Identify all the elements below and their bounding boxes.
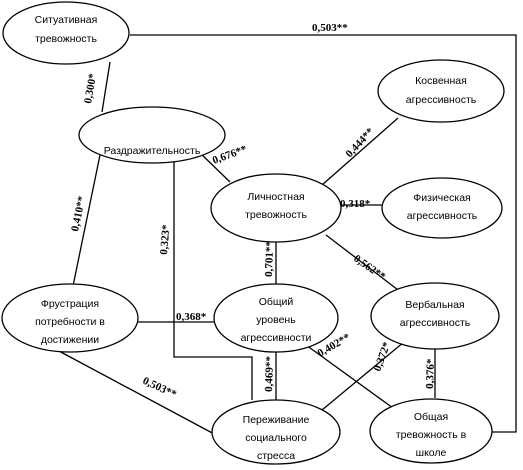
edge-verbal-stress [321, 341, 405, 411]
node-physical-aggression: Физическая агрессивность [381, 177, 503, 239]
node-label-line: агрессивность [400, 317, 471, 329]
node-label-line: достижении [41, 334, 99, 346]
node-school-anxiety: Общая тревожность в школе [369, 398, 493, 464]
edge-situational-irritability [101, 61, 111, 113]
node-indirect-aggression: Косвенная агрессивность [377, 59, 505, 123]
label-verbal-stress: 0,372* [372, 340, 394, 373]
label-frustration-general: 0,368* [176, 311, 207, 323]
node-label-line: Раздражительность [104, 145, 201, 157]
node-label-line: агрессивность [407, 210, 478, 222]
label-irritability-stress: 0,323* [158, 224, 173, 256]
node-social-stress: Переживание социального стресса [211, 399, 341, 465]
label-verbal-school: 0,376* [424, 358, 437, 389]
edge-irritability-frustration [72, 154, 101, 287]
node-label-line: Общий [259, 296, 294, 308]
label-personal-verbal: 0,562** [351, 253, 388, 284]
node-label-line: социального [245, 432, 307, 444]
edge-frustration-stress [56, 349, 217, 436]
node-label-line: агрессивности [241, 332, 312, 344]
label-personal-physical: 0,318* [340, 198, 371, 210]
label-personal-indirect: 0,444** [343, 125, 376, 160]
node-personal-anxiety: Личностная тревожность [210, 173, 342, 243]
node-general-aggression: Общий уровень агрессивности [213, 283, 339, 353]
node-label-line: Личностная [247, 191, 304, 203]
edge-general-school [305, 344, 394, 409]
node-label-line: тревожность [35, 33, 97, 45]
node-label-line: Фрустрация [41, 298, 99, 310]
node-label-line: Ситуативная [35, 14, 98, 26]
node-label-line: стресса [257, 450, 295, 462]
node-label-line: потребности в [35, 316, 105, 328]
label-situational-irritability: 0,300* [82, 72, 99, 104]
node-label-line: Вербальная [405, 299, 464, 311]
node-label-line: Косвенная [415, 75, 467, 87]
node-irritability: Раздражительность [78, 106, 226, 164]
node-label-line: Общая [414, 411, 448, 423]
node-label-line: школе [416, 447, 447, 459]
label-situational-school: 0,503** [312, 22, 348, 34]
node-label-line: Физическая [413, 192, 470, 204]
node-label-line: агрессивность [406, 94, 477, 106]
node-situational-anxiety: Ситуативная тревожность [2, 1, 130, 65]
label-personal-general: 0,701** [263, 240, 276, 277]
edge-personal-verbal [325, 234, 403, 294]
node-label-line: Переживание [243, 414, 310, 426]
node-label-line: уровень [256, 314, 296, 326]
node-label-line: тревожность [245, 209, 307, 221]
node-verbal-aggression: Вербальная агрессивность [370, 282, 500, 350]
edge-irritability-stress [173, 162, 253, 400]
node-frustration-achievement: Фрустрация потребности в достижении [1, 283, 139, 353]
node-label-line: тревожность в [396, 429, 467, 441]
edge-personal-indirect [321, 117, 399, 186]
label-general-stress: 0,469** [263, 355, 276, 392]
